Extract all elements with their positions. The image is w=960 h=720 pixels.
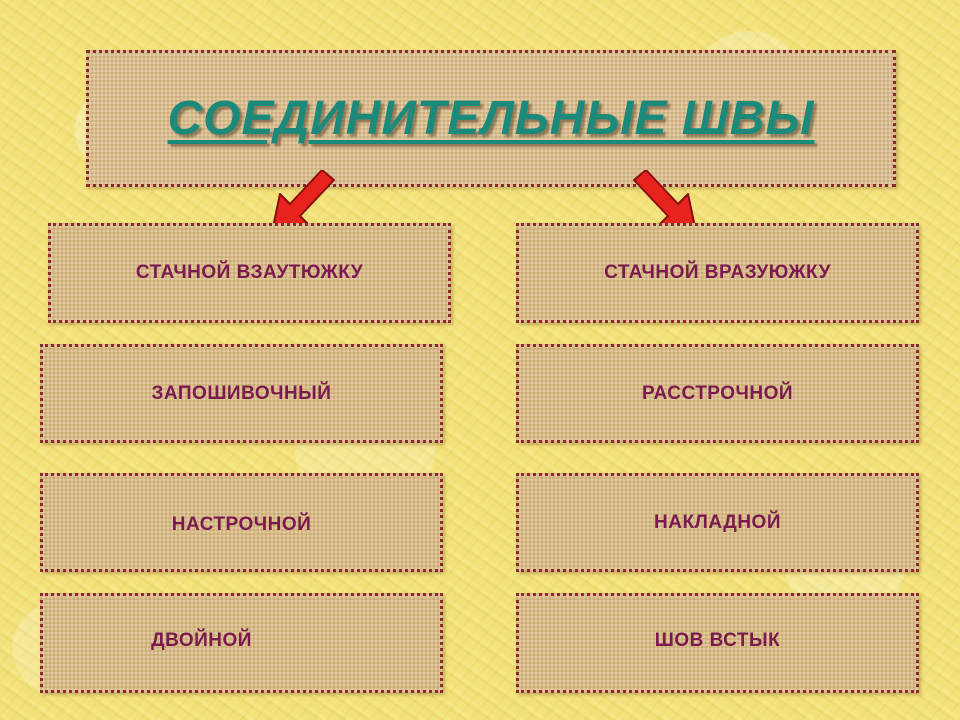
seam-box-left-3: НАСТРОЧНОЙ [40,473,443,572]
seam-label: ЗАПОШИВОЧНЫЙ [151,382,332,404]
seam-box-right-2: РАССТРОЧНОЙ [516,344,919,443]
seam-label: ШОВ ВСТЫК [654,630,781,651]
seam-label: ДВОЙНОЙ [151,630,252,651]
title-box: СОЕДИНИТЕЛЬНЫЕ ШВЫ [86,50,896,187]
red-arrow-down-right-icon [633,170,697,233]
seam-box-right-3: НАКЛАДНОЙ [516,473,919,572]
seam-box-left-1: СТАЧНОЙ ВЗАУТЮЖКУ [48,223,451,323]
seam-label: НАСТРОЧНОЙ [171,513,312,535]
seam-label: РАССТРОЧНОЙ [641,382,794,404]
seam-box-left-2: ЗАПОШИВОЧНЫЙ [40,344,443,443]
seam-box-right-1: СТАЧНОЙ ВРАЗУЮЖКУ [516,223,919,323]
seam-box-right-4: ШОВ ВСТЫК [516,593,919,693]
seam-label: НАКЛАДНОЙ [654,511,781,533]
red-arrow-down-left-icon [271,170,335,233]
seam-box-left-4: ДВОЙНОЙ [40,593,443,693]
seam-label: СТАЧНОЙ ВРАЗУЮЖКУ [604,262,831,283]
seam-label: СТАЧНОЙ ВЗАУТЮЖКУ [135,262,364,283]
page-title: СОЕДИНИТЕЛЬНЫЕ ШВЫ [167,92,815,145]
